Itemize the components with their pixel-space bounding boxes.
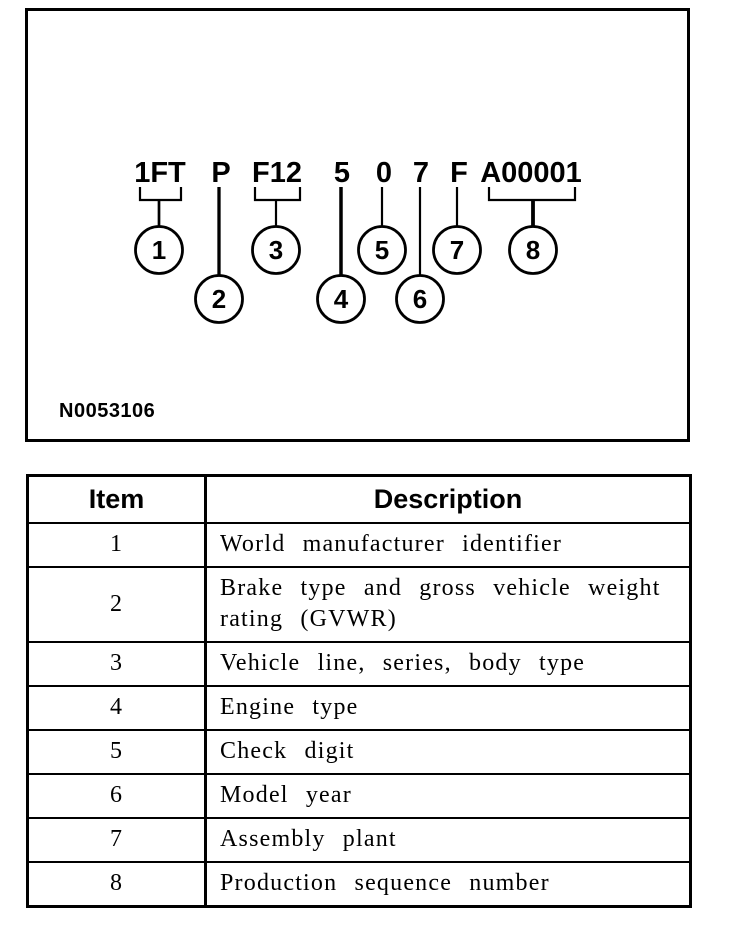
callout-circle: [251, 225, 301, 275]
figure-reference-code: N0053106: [59, 400, 155, 422]
vin-segment-text: 5: [334, 157, 350, 189]
callout-number: 4: [334, 284, 349, 314]
callout-number: 5: [375, 235, 389, 265]
callout-number: 7: [450, 235, 464, 265]
callout-number: 3: [269, 235, 283, 265]
description-cell: Model year: [204, 773, 692, 819]
column-header-item: Item: [26, 474, 207, 524]
description-cell: Check digit: [204, 729, 692, 775]
description-cell: Production sequence number: [204, 861, 692, 908]
callout-circle: [194, 274, 244, 324]
vin-segment-text: 7: [413, 157, 429, 189]
vin-segment-text: 1FT: [134, 157, 186, 189]
callout-number: 2: [212, 284, 226, 314]
table-header-row: Item Description: [26, 474, 692, 524]
bracket-connector: [138, 187, 183, 202]
callout-circle: [432, 225, 482, 275]
description-cell: Assembly plant: [204, 817, 692, 863]
item-number-cell: 7: [26, 817, 207, 863]
vin-segment-text: F12: [252, 157, 302, 189]
bracket-connector: [253, 187, 302, 202]
description-cell: World manufacturer identifier: [204, 522, 692, 568]
callout-circle: [316, 274, 366, 324]
description-cell: Engine type: [204, 685, 692, 731]
callout-number: 1: [152, 235, 166, 265]
item-number-cell: 4: [26, 685, 207, 731]
description-cell: Brake type and gross vehicle weight rati…: [204, 566, 692, 643]
callout-number: 6: [413, 284, 427, 314]
item-number-cell: 6: [26, 773, 207, 819]
item-number-cell: 5: [26, 729, 207, 775]
item-number-cell: 8: [26, 861, 207, 908]
vin-segment-text: A00001: [480, 157, 582, 189]
callout-circle: [508, 225, 558, 275]
callout-circle: [357, 225, 407, 275]
callout-circle: [134, 225, 184, 275]
item-number-cell: 1: [26, 522, 207, 568]
vin-segment-text: 0: [376, 157, 392, 189]
vin-segment-text: F: [450, 157, 468, 189]
column-header-description: Description: [204, 474, 692, 524]
callout-circle: [395, 274, 445, 324]
item-number-cell: 3: [26, 641, 207, 687]
description-cell: Vehicle line, series, body type: [204, 641, 692, 687]
callout-number: 8: [526, 235, 540, 265]
item-number-cell: 2: [26, 566, 207, 643]
vin-segment-text: P: [211, 157, 230, 189]
